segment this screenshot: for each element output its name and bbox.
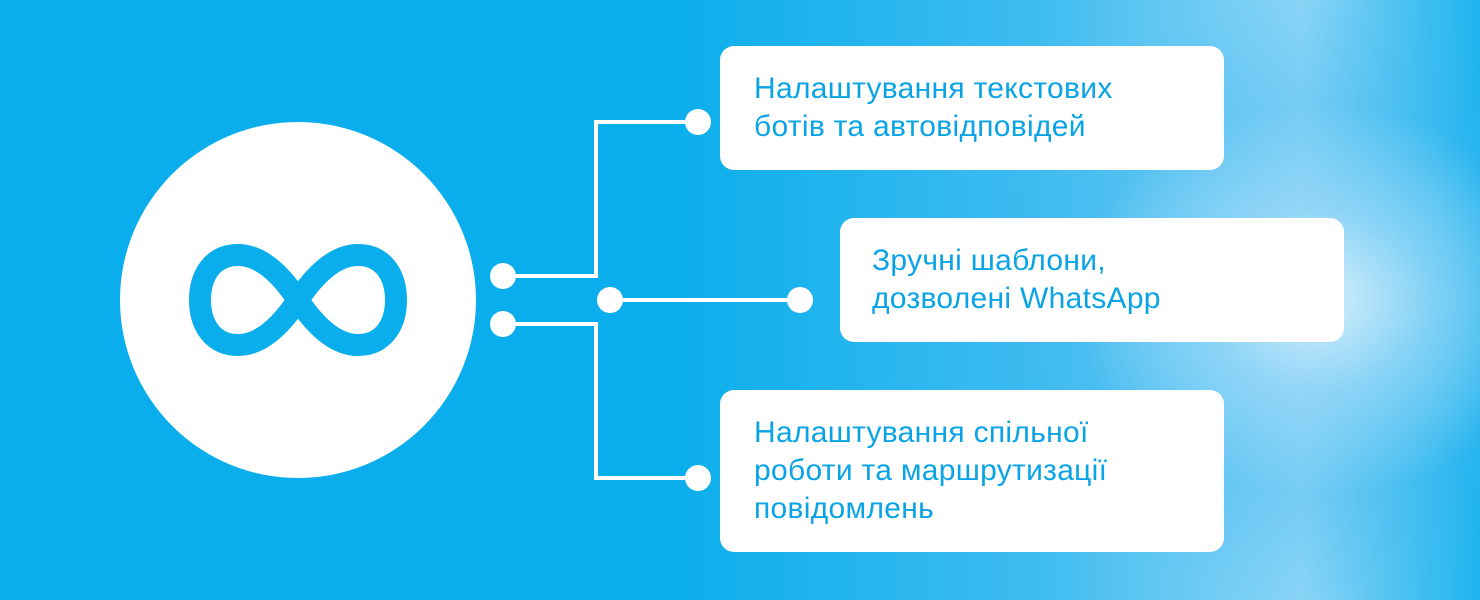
logo-circle — [120, 122, 476, 478]
connector-dot-middle-end — [787, 287, 813, 313]
connector-dot-middle-start — [597, 287, 623, 313]
feature-card-templates: Зручні шаблони,дозволені WhatsApp — [840, 218, 1344, 342]
connector-dot-source-bottom — [490, 311, 516, 337]
infinity-icon — [189, 244, 407, 356]
connector-dot-top-end — [685, 109, 711, 135]
connector-dot-source-top — [490, 263, 516, 289]
connector-top — [503, 120, 698, 278]
feature-text: Зручні шаблони,дозволені WhatsApp — [872, 244, 1161, 315]
connector-bottom — [503, 322, 698, 480]
connector-dot-bottom-end — [685, 465, 711, 491]
